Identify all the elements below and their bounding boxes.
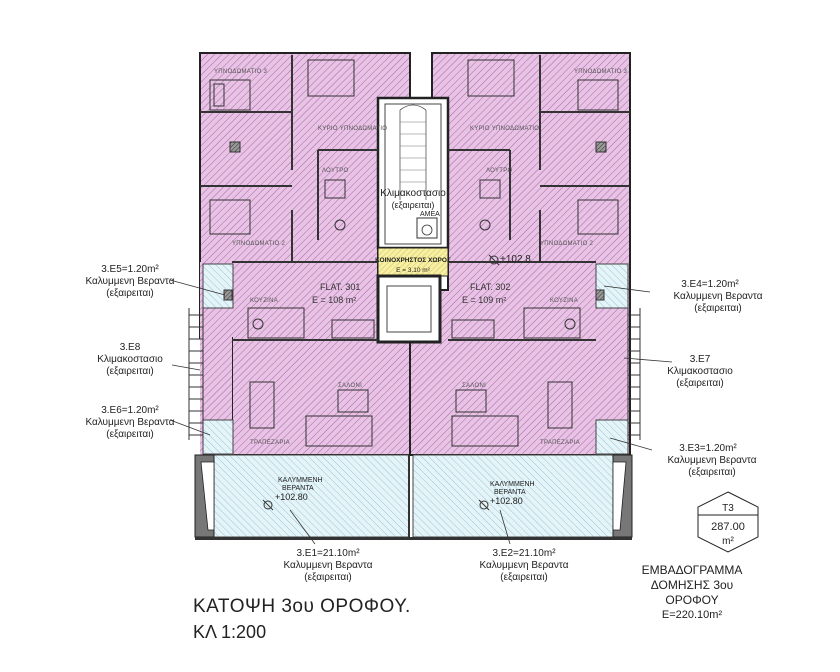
stair-core — [376, 96, 450, 250]
summary-area: E=220.10m² — [661, 609, 723, 621]
annot-e5-excluded: (εξαιρειται) — [106, 288, 154, 299]
shared-space-area: E = 3.10 m² — [396, 267, 431, 274]
shared-space — [377, 247, 449, 277]
summary-line1: ΕΜΒΑΔΟΓΡΑΜΜΑ — [641, 563, 743, 577]
annot-e8-code: 3.E8 — [120, 342, 141, 353]
annot-e5-area: 3.E5=1.20m² — [101, 264, 159, 275]
annot-e2-area: 3.E2=21.10m² — [492, 548, 556, 559]
summary-line3: ΟΡΟΦΟΥ — [665, 593, 719, 607]
annot-e3-area: 3.E3=1.20m² — [679, 443, 737, 454]
annot-e1-covered: Καλυμμενη Βεραντα — [283, 560, 372, 571]
annot-e2-covered: Καλυμμενη Βεραντα — [479, 560, 568, 571]
annot-e5-covered: Καλυμμενη Βεραντα — [85, 276, 174, 287]
veranda-left-label2: ΒΕΡΑΝΤΑ — [282, 485, 314, 492]
badge-code: T3 — [722, 503, 734, 514]
room-label-bed3-left: ΥΠΝΟΔΩΜΑΤΙΟ 3 — [214, 69, 268, 75]
stair-core-excluded: (εξαιρειται) — [392, 200, 435, 210]
annot-e2-excluded: (εξαιρειται) — [500, 572, 548, 583]
flat-302-name: FLAT. 302 — [470, 282, 510, 292]
room-label-kitchen-right: ΚΟΥΖΙΝΑ — [550, 298, 578, 304]
annot-e3-excluded: (εξαιρειται) — [688, 467, 736, 478]
front-verandas — [194, 454, 633, 540]
veranda-right-label1: ΚΑΛΥΜΜΕΝΗ — [490, 481, 535, 488]
annot-e1-excluded: (εξαιρειται) — [304, 572, 352, 583]
room-label-bath-right: ΛΟΥΤΡΟ — [486, 168, 513, 174]
annot-e6-excluded: (εξαιρειται) — [106, 429, 154, 440]
side-balconies — [202, 263, 629, 455]
flat-301-area: E = 108 m² — [312, 295, 356, 305]
room-label-living-left: ΣΑΛΟΝΙ — [338, 383, 362, 389]
lift-shaft — [376, 274, 442, 344]
annot-e6-covered: Καλυμμενη Βεραντα — [85, 417, 174, 428]
annot-e7-stairs: Κλιμακοστασιο — [667, 366, 733, 377]
stair-core-label: Κλιμακοστασιο — [380, 188, 446, 199]
veranda-left-label1: ΚΑΛΥΜΜΕΝΗ — [278, 477, 323, 484]
level-markers — [262, 254, 500, 511]
annot-e4-excluded: (εξαιρειται) — [694, 303, 742, 314]
badge-value: 287.00 — [711, 521, 745, 533]
room-label-bed2-right: ΥΠΝΟΔΩΜΑΤΙΟ 2 — [540, 241, 594, 247]
annot-e1-area: 3.E1=21.10m² — [296, 548, 360, 559]
annot-e8-excluded: (εξαιρειται) — [106, 366, 154, 377]
annot-e3-covered: Καλυμμενη Βεραντα — [667, 455, 756, 466]
veranda-right-label2: ΒΕΡΑΝΤΑ — [494, 489, 526, 496]
plan-scale: ΚΛ 1:200 — [193, 622, 267, 642]
veranda-left-level: +102.80 — [275, 492, 308, 502]
external-stairs-left — [188, 308, 204, 440]
annot-e7-excluded: (εξαιρειται) — [676, 378, 724, 389]
veranda-right-level: +102.80 — [490, 496, 523, 506]
annot-e6-area: 3.E6=1.20m² — [101, 405, 159, 416]
room-label-dining-right: ΤΡΑΠΕΖΑΡΙΑ — [540, 440, 580, 446]
room-label-kitchen-left: ΚΟΥΖΙΝΑ — [250, 298, 278, 304]
room-label-bed3-right: ΥΠΝΟΔΩΜΑΤΙΟ 3 — [574, 69, 628, 75]
lift-label: ΑΜΕΑ — [420, 211, 440, 218]
room-label-master-left: ΚΥΡΙΟ ΥΠΝΟΔΩΜΑΤΙΟ — [318, 126, 387, 132]
annot-e7-code: 3.E7 — [690, 354, 711, 365]
room-label-dining-left: ΤΡΑΠΕΖΑΡΙΑ — [250, 440, 290, 446]
badge-unit: m² — [722, 536, 734, 547]
annot-e4-covered: Καλυμμενη Βεραντα — [673, 291, 762, 302]
t3-badge: T3 287.00 m² — [697, 491, 759, 553]
shared-space-label: ΚΟΙΝΟΧΡΗΣΤΟΣ ΧΩΡΟΣ — [375, 257, 451, 264]
level-label-core: +102.8 — [500, 254, 531, 265]
room-label-master-right: ΚΥΡΙΟ ΥΠΝΟΔΩΜΑΤΙΟ — [470, 126, 539, 132]
summary-line2: ΔΟΜΗΣΗΣ 3ου — [650, 578, 734, 592]
interior-walls — [200, 55, 630, 341]
flat-301-name: FLAT. 301 — [320, 282, 360, 292]
annot-e8-stairs: Κλιμακοστασιο — [97, 354, 163, 365]
plan-title: ΚΑΤΟΨΗ 3ου ΟΡΟΦΟΥ. — [193, 596, 411, 617]
room-label-living-right: ΣΑΛΟΝΙ — [462, 383, 486, 389]
room-label-bed2-left: ΥΠΝΟΔΩΜΑΤΙΟ 2 — [232, 241, 286, 247]
external-stairs-right — [627, 308, 641, 440]
furniture — [209, 59, 619, 447]
leader-lines — [169, 279, 673, 545]
annot-e4-area: 3.E4=1.20m² — [681, 279, 739, 290]
flat-302-area: E = 109 m² — [462, 295, 506, 305]
room-label-bath-left: ΛΟΥΤΡΟ — [322, 168, 349, 174]
